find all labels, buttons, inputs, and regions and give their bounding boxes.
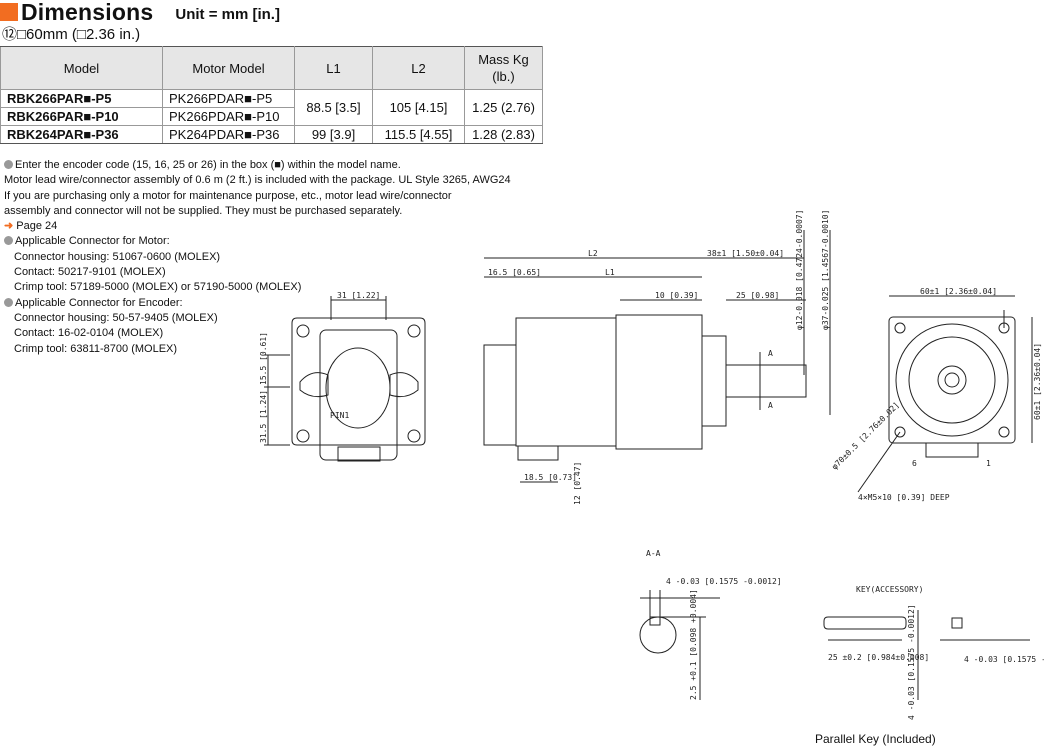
dim-pilot: φ37-0.025 [1.4567-0.0010]: [821, 210, 830, 330]
section-mark-bottom: A: [768, 401, 773, 410]
dim-d5: 18.5 [0.73]: [524, 473, 577, 482]
dim-d6: 12 [0.47]: [573, 462, 582, 505]
dim-key-length: 25 ±0.2 [0.984±0.008]: [828, 653, 929, 662]
dim-width: 31 [1.22]: [337, 291, 380, 300]
front-view: [857, 295, 1033, 493]
encoder-connector-title: Applicable Connector for Encoder:: [15, 296, 183, 309]
motor-connector-item: Contact: 50217-9101 (MOLEX): [14, 266, 166, 279]
pin-1-label: 1: [986, 459, 991, 468]
cell-motor: PK264PDAR■-P36: [162, 125, 295, 144]
encoder-connector-item: Crimp tool: 63811-8700 (MOLEX): [14, 342, 178, 355]
dim-h1: 15.5 [0.61]: [259, 332, 268, 385]
lead-note: Motor lead wire/connector assembly of 0.…: [4, 174, 511, 187]
dim-key-height: 4 -0.03 [0.1575 -0.0012]: [907, 604, 916, 720]
orange-square-icon: [0, 3, 18, 21]
bullet-icon: [4, 236, 13, 246]
page-link[interactable]: ➜ Page 24: [4, 220, 58, 233]
dim-h2: 31.5 [1.24]: [259, 390, 268, 443]
col-l1: L1: [294, 46, 373, 90]
encoder-connector-item: Connector housing: 50-57-9405 (MOLEX): [14, 311, 218, 324]
dim-holes: 4×M5×10 [0.39] DEEP: [858, 493, 950, 502]
cell-model: RBK264PAR■-P36: [0, 125, 163, 144]
cell-mass: 1.28 (2.83): [464, 125, 543, 144]
col-mass: Mass Kg (lb.): [464, 46, 543, 90]
dim-d2: 38±1 [1.50±0.04]: [707, 249, 784, 258]
dim-d1: 16.5 [0.65]: [488, 268, 541, 277]
dim-d4: 25 [0.98]: [736, 291, 779, 300]
key-accessory: [823, 610, 1030, 700]
notes: Enter the encoder code (15, 16, 25 or 26…: [4, 158, 524, 357]
unit-label: Unit = mm [in.]: [175, 5, 280, 23]
col-model: Model: [0, 46, 163, 90]
frame-size: ⑫□60mm (□2.36 in.): [2, 26, 141, 43]
motor-connector-item: Crimp tool: 57189-5000 (MOLEX) or 57190-…: [14, 281, 302, 294]
section-aa: [639, 590, 720, 700]
dim-l1: L1: [605, 268, 615, 277]
dim-pcd: φ70±0.5 [2.76±0.02]: [830, 400, 901, 471]
rear-view: [264, 296, 426, 462]
dim-key-depth: 2.5 +0.1 [0.098 +0.004]: [689, 589, 698, 700]
motor-connector-item: Connector housing: 51067-0600 (MOLEX): [14, 250, 221, 263]
dim-shaft: φ12-0.018 [0.4724-0.0007]: [795, 210, 804, 330]
dim-front-width: 60±1 [2.36±0.04]: [920, 287, 997, 296]
col-motor-model: Motor Model: [162, 46, 295, 90]
cell-l1: 99 [3.9]: [294, 125, 373, 144]
encoder-note: Enter the encoder code (15, 16, 25 or 26…: [15, 159, 401, 171]
bullet-icon: [4, 160, 13, 169]
page-title: Dimensions: [21, 0, 154, 25]
key-title: KEY(ACCESSORY): [856, 585, 923, 594]
cell-l2: 105 [4.15]: [372, 89, 465, 126]
purchase-note-2: assembly and connector will not be suppl…: [4, 204, 403, 217]
section-mark-top: A: [768, 349, 773, 358]
encoder-connector-item: Contact: 16-02-0104 (MOLEX): [14, 327, 164, 340]
dim-d3: 10 [0.39]: [655, 291, 698, 300]
dim-key-w: 4 -0.03 [0.1575 -0.0012]: [964, 655, 1044, 664]
dim-front-height: 60±1 [2.36±0.04]: [1033, 343, 1042, 420]
dim-l2: L2: [588, 249, 598, 258]
table-row: RBK264PAR■-P36 PK264PDAR■-P36 99 [3.9] 1…: [0, 125, 543, 144]
section-title: A-A: [646, 549, 661, 558]
purchase-note-1: If you are purchasing only a motor for m…: [4, 189, 452, 202]
arrow-right-icon: ➜: [4, 220, 14, 233]
key-caption: Parallel Key (Included): [815, 732, 936, 746]
spec-table: Model Motor Model L1 L2 Mass Kg (lb.) RB…: [0, 46, 543, 144]
side-view: [483, 230, 831, 483]
bullet-icon: [4, 297, 13, 307]
cell-l2: 115.5 [4.55]: [372, 125, 465, 144]
pin-label: PIN1: [330, 411, 349, 420]
section-header: Dimensions Unit = mm [in.]: [0, 0, 280, 25]
dim-key-width: 4 -0.03 [0.1575 -0.0012]: [666, 577, 782, 586]
motor-connector-title: Applicable Connector for Motor:: [15, 235, 170, 248]
pin-6-label: 6: [912, 459, 917, 468]
